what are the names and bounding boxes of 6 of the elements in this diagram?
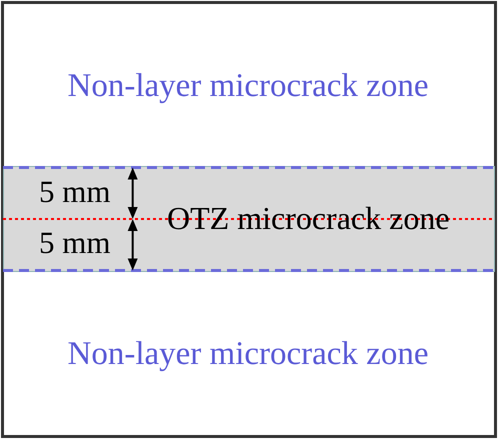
dimension-label: 5 mm	[39, 227, 110, 258]
otz-band	[3, 166, 495, 272]
zone-label: Non-layer microcrack zone	[68, 70, 428, 103]
zone-label: Non-layer microcrack zone	[68, 338, 428, 371]
dimension-label: 5 mm	[39, 176, 110, 207]
zone-label: OTZ microcrack zone	[167, 202, 450, 234]
